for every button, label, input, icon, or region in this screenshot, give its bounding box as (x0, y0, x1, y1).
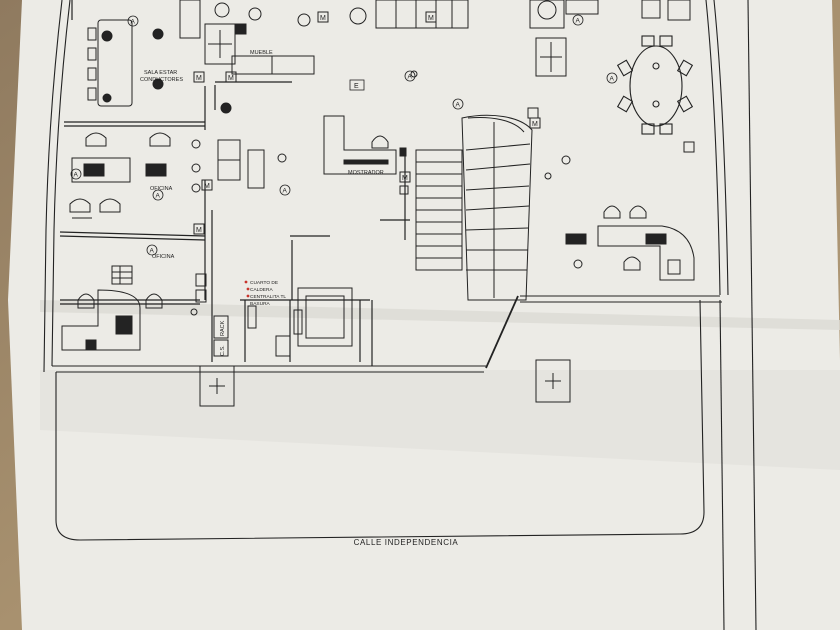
upper-office-desks (69, 102, 287, 219)
room-label-caldera: CALDERA (250, 287, 273, 293)
column-markers (199, 359, 571, 407)
lower-office (61, 265, 198, 351)
a-label-2: A (610, 76, 615, 83)
m-symbol-7: M (532, 121, 538, 128)
room-label-conductores: CONDUCTORES (140, 77, 183, 83)
m-symbol-8: M (196, 227, 202, 234)
m-symbol-3: M (320, 15, 326, 22)
m-symbol-2: M (228, 75, 234, 82)
service-rooms (195, 273, 353, 357)
a-label-6: A (456, 102, 461, 109)
a-symbol-labels: A A A A A A A A A (74, 18, 615, 255)
e-symbol-box (349, 79, 365, 91)
m-symbol-5: M (204, 183, 210, 190)
street-label: CALLE INDEPENDENCIA (354, 538, 459, 547)
m-symbol-4: M (428, 15, 434, 22)
a-label-7: A (150, 248, 155, 255)
mostrador-counter (323, 115, 409, 195)
red-markers (244, 280, 250, 298)
staircase (415, 114, 533, 369)
room-label-cuarto-de: CUARTO DE (250, 280, 278, 286)
paper-fold (40, 300, 840, 330)
m-symbols: M M M M M M M M (193, 11, 541, 235)
room-label-cs: C.S. (220, 345, 226, 356)
room-label-mostrador: MOSTRADOR (348, 170, 384, 176)
room-label-centralita: CENTRALITA TL (250, 294, 286, 300)
a-label-1: A (131, 19, 136, 26)
room-label-basura: BASURA (250, 301, 271, 307)
interior-walls (59, 0, 410, 366)
room-label-sala-estar: SALA ESTAR (144, 70, 177, 76)
a-label-3: A (283, 188, 288, 195)
top-table (87, 19, 164, 107)
sala-estar-furniture (231, 13, 418, 78)
top-fixtures (179, 0, 691, 77)
conference-table (616, 35, 694, 135)
room-label-rack: RACK (220, 320, 226, 336)
paper-shadow (40, 370, 840, 470)
room-label-oficina-upper: OFICINA (150, 186, 173, 192)
m-symbol-6: M (402, 175, 408, 182)
a-label-8: A (74, 172, 79, 179)
a-symbols (70, 14, 618, 256)
room-label-mueble: MUEBLE (250, 50, 273, 56)
a-label-5: A (576, 18, 581, 25)
right-office (527, 107, 695, 281)
a-label-9: A (408, 74, 413, 81)
a-label-4: A (156, 193, 161, 200)
street-curb (55, 299, 705, 541)
m-symbol-1: M (196, 75, 202, 82)
building-outline (43, 0, 757, 630)
room-label-oficina-lower: OFICINA (152, 254, 175, 260)
e-symbol: E (354, 83, 359, 90)
